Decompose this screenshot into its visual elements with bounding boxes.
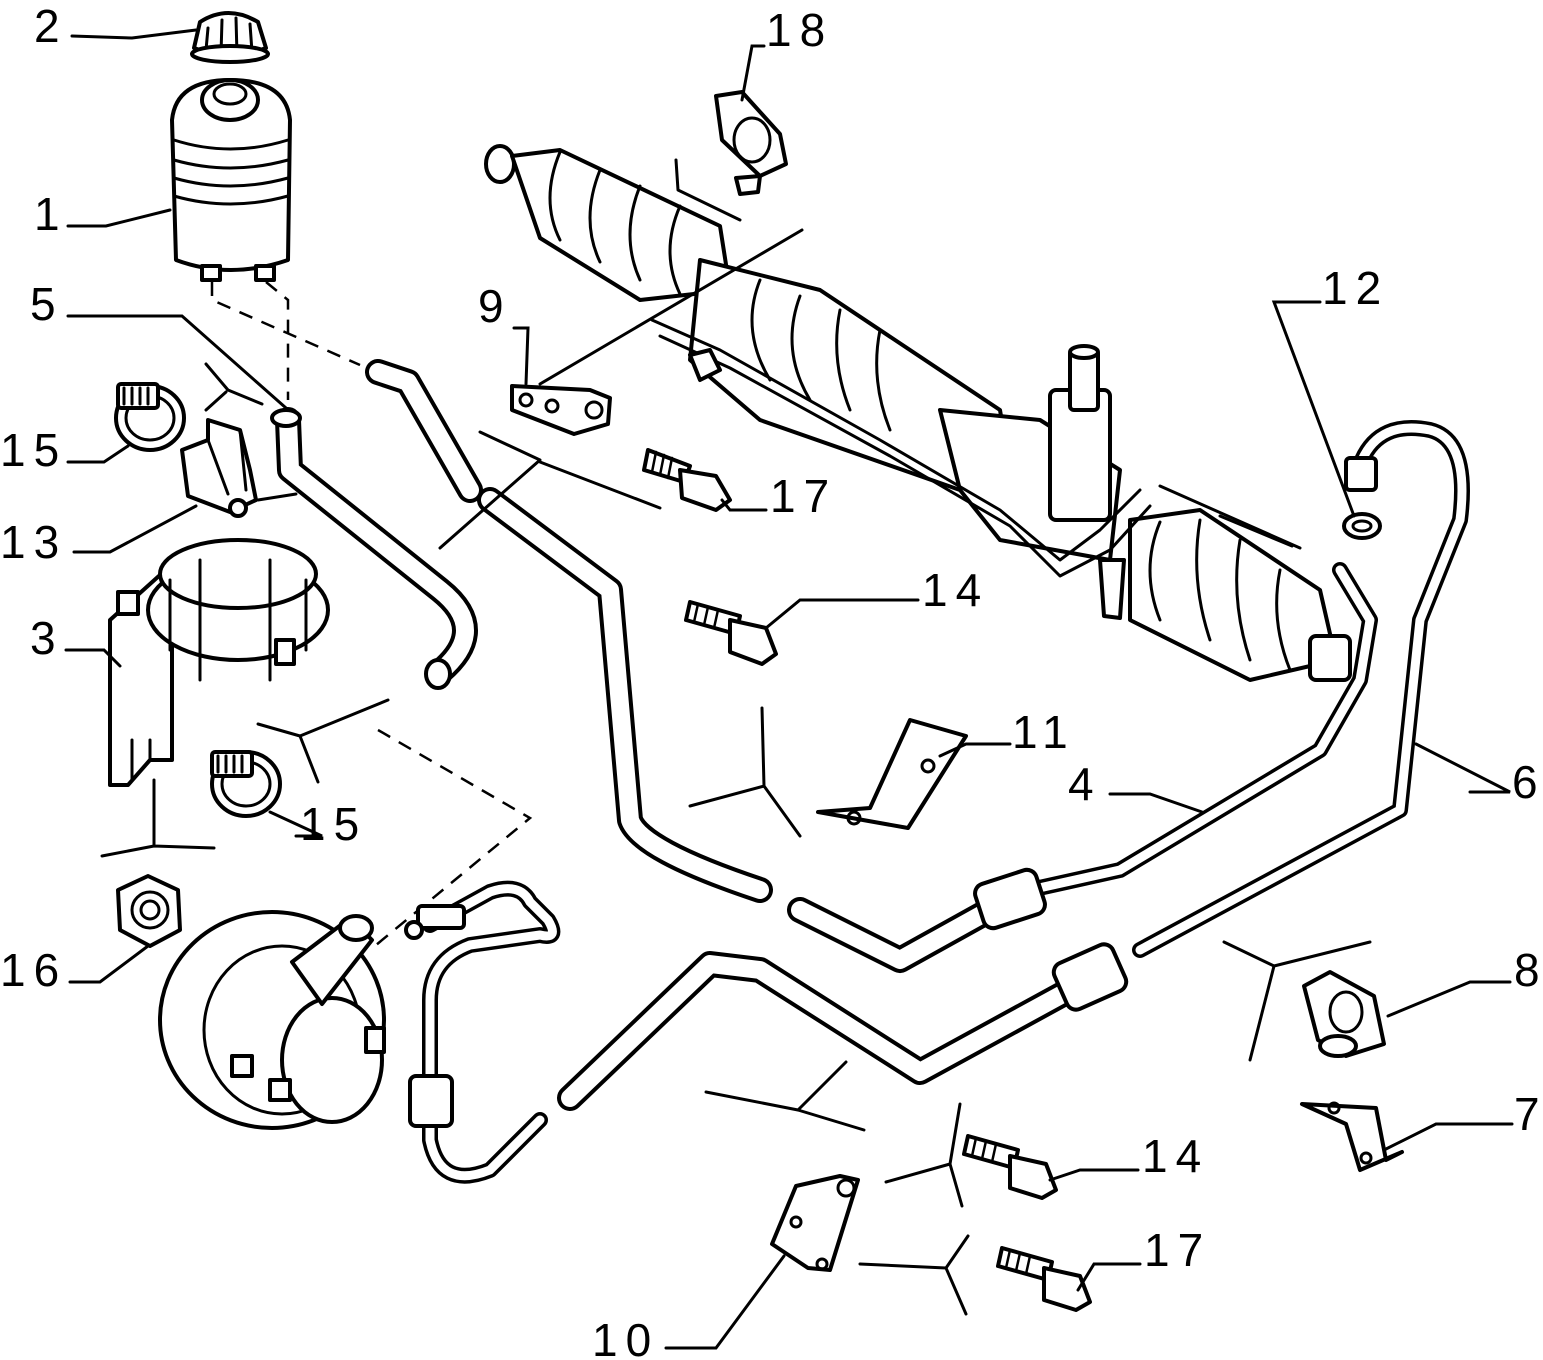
brace-mark-9 <box>858 1234 970 1316</box>
leader-7 <box>1382 1122 1514 1152</box>
callout-15-upper: 15 <box>0 424 67 476</box>
nut-16 <box>116 874 182 948</box>
leader-8 <box>1386 980 1512 1018</box>
callout-5: 5 <box>30 278 64 330</box>
return-hose-upper <box>365 359 483 503</box>
washer-12 <box>1342 512 1382 540</box>
leader-17b <box>1076 1262 1142 1292</box>
bracket-10 <box>770 1174 860 1272</box>
callout-10: 10 <box>592 1314 659 1360</box>
leader-9 <box>512 326 530 386</box>
callout-16: 16 <box>0 944 67 996</box>
steering-pump <box>158 910 386 1130</box>
leader-11 <box>938 742 1012 758</box>
clamp-8 <box>1302 970 1386 1058</box>
clamp-18 <box>714 90 788 196</box>
reservoir-dash-line-b <box>265 281 290 400</box>
callout-13: 13 <box>0 516 67 568</box>
callout-1: 1 <box>34 188 68 240</box>
hose-clamp-15-lower <box>210 750 282 818</box>
leader-2 <box>70 28 198 40</box>
callout-8: 8 <box>1514 944 1543 996</box>
brace-mark-2 <box>256 430 662 550</box>
leader-12 <box>1271 300 1356 518</box>
callout-6: 6 <box>1512 756 1543 808</box>
brace-mark-3 <box>256 698 390 784</box>
callout-2: 2 <box>34 0 68 52</box>
bracket-11 <box>816 718 968 830</box>
brace-mark-1 <box>204 362 264 412</box>
clip-13 <box>180 418 258 518</box>
leader-18 <box>740 44 766 102</box>
leader-10 <box>664 1254 786 1350</box>
bracket-7 <box>1300 1101 1404 1172</box>
leader-3 <box>64 648 122 668</box>
brace-mark-10 <box>1222 940 1372 1062</box>
brace-mark-5 <box>688 706 802 838</box>
leader-5 <box>66 314 288 410</box>
pipe-4 <box>477 487 1378 973</box>
callout-12: 12 <box>1322 262 1389 314</box>
leader-1 <box>66 208 172 228</box>
callout-14-lower: 14 <box>1142 1130 1209 1182</box>
bolt-17-lower <box>996 1246 1092 1312</box>
bolt-17-upper <box>642 448 732 512</box>
bracket-3 <box>108 538 330 787</box>
leader-14b <box>1048 1168 1140 1182</box>
pipe-6 <box>557 420 1470 1111</box>
callout-14-upper: 14 <box>922 564 989 616</box>
brace-mark-7 <box>704 1060 866 1132</box>
callout-9: 9 <box>478 280 512 332</box>
reservoir-cap <box>190 11 270 64</box>
callout-17-lower: 17 <box>1144 1224 1211 1276</box>
leader-15b <box>268 810 323 838</box>
callout-11: 11 <box>1012 706 1076 758</box>
fluid-reservoir <box>170 78 292 282</box>
leader-6 <box>1414 742 1511 794</box>
hose-5 <box>270 407 478 690</box>
leader-17a <box>720 498 768 512</box>
leader-13 <box>72 504 198 554</box>
callout-4: 4 <box>1068 758 1102 810</box>
pressure-tube-pump <box>404 880 561 1184</box>
steering-rack <box>484 144 1352 682</box>
callout-18: 18 <box>766 4 833 56</box>
callout-17-upper: 17 <box>770 470 837 522</box>
leader-4 <box>1108 792 1204 814</box>
callout-15-lower: 15 <box>300 798 367 850</box>
bolt-14-upper <box>684 600 778 666</box>
washer-12-hole <box>1351 519 1373 533</box>
hose-clamp-15-upper <box>114 382 186 452</box>
callout-7: 7 <box>1514 1088 1543 1140</box>
brace-mark-6 <box>538 158 804 386</box>
callout-3: 3 <box>30 612 64 664</box>
brace-mark-11 <box>1218 514 1294 548</box>
bracket-9 <box>510 384 612 436</box>
leader-14a <box>764 598 920 630</box>
brace-mark-4 <box>100 778 216 858</box>
reservoir-dash-line-a <box>210 282 361 367</box>
leader-16 <box>68 944 150 984</box>
bolt-14-lower <box>962 1134 1058 1200</box>
leader-15a <box>66 444 130 464</box>
brace-mark-8 <box>884 1102 964 1208</box>
